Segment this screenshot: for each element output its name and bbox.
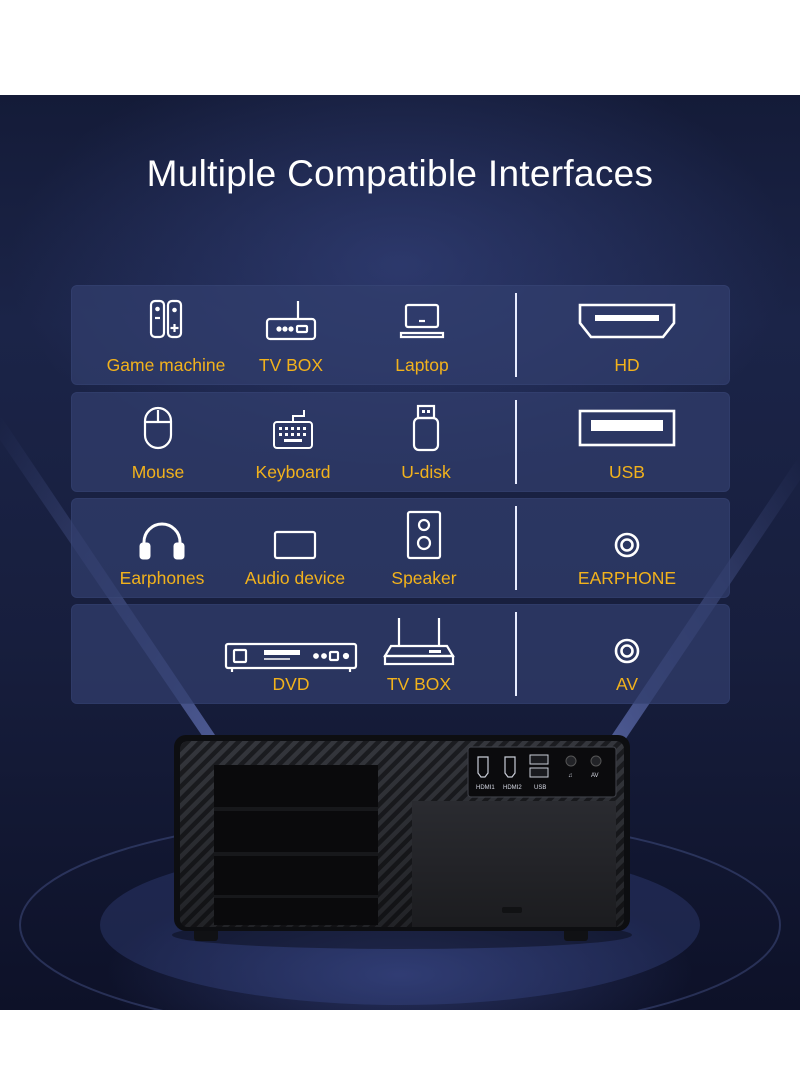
device-label: DVD [272,674,310,694]
port-label: EARPHONE [577,568,677,588]
interface-row-usb: Mouse Keyboard U-disk [71,392,730,492]
audio-device-icon [273,530,317,560]
av-jack-icon [614,638,640,664]
device-label: Mouse [131,462,185,482]
port-label-hdmi2: HDMI2 [503,785,522,791]
port-av: AV [552,604,702,704]
row-divider [515,400,517,484]
port-label: HD [614,355,640,375]
tv-box-antenna-icon [383,618,455,666]
port-label-usb: USB [534,785,546,791]
device-label: Laptop [395,355,449,375]
device-label: TV BOX [258,355,324,375]
port-earphone: EARPHONE [552,498,702,598]
device-laptop: Laptop [347,285,497,385]
row-divider [515,293,517,377]
port-hd: HD [552,285,702,385]
headphone-symbol: ♫ [568,773,573,779]
device-speaker: Speaker [349,498,499,598]
interface-row-hd: Game machine TV BOX Laptop [71,285,730,385]
device-tv-box-antenna: TV BOX [344,604,494,704]
port-label: USB [609,462,645,482]
mouse-icon [143,406,173,450]
usb-port-icon [578,409,676,447]
device-mouse: Mouse [83,392,233,492]
port-label-av: AV [591,773,599,779]
dvd-player-icon [224,642,358,672]
device-label: U-disk [401,462,451,482]
device-dvd: DVD [216,604,366,704]
device-label: Earphones [119,568,205,588]
device-label: TV BOX [386,674,452,694]
device-game-machine: Game machine [91,285,241,385]
audio-jack-icon [614,532,640,558]
speaker-icon [406,510,442,560]
device-keyboard: Keyboard [218,392,368,492]
device-audio-device: Audio device [220,498,370,598]
laptop-icon [399,303,445,339]
device-tv-box: TV BOX [216,285,366,385]
device-earphones: Earphones [87,498,237,598]
device-label: Speaker [391,568,457,588]
promo-stage: Multiple Compatible Interfaces Game mach… [0,95,800,1010]
row-divider [515,506,517,590]
hdmi-port-icon [578,303,676,339]
headphones-icon [139,522,185,560]
page-title: Multiple Compatible Interfaces [146,153,654,194]
usb-stick-icon [412,404,440,452]
device-label: Keyboard [255,462,331,482]
device-label: Game machine [106,355,226,375]
port-label: AV [615,674,639,694]
keyboard-icon [273,410,313,449]
interface-row-earphone: Earphones Audio device Speaker EARPHONE [71,498,730,598]
game-controller-icon [149,299,183,339]
projector-image: HDMI1 HDMI2 USB ♫ AV [172,735,632,949]
port-usb: USB [552,392,702,492]
row-divider [515,612,517,696]
interface-row-av: DVD TV BOX AV [71,604,730,704]
port-label-hdmi1: HDMI1 [476,785,495,791]
device-label: Audio device [244,568,346,588]
router-box-icon [265,301,317,341]
device-u-disk: U-disk [351,392,501,492]
